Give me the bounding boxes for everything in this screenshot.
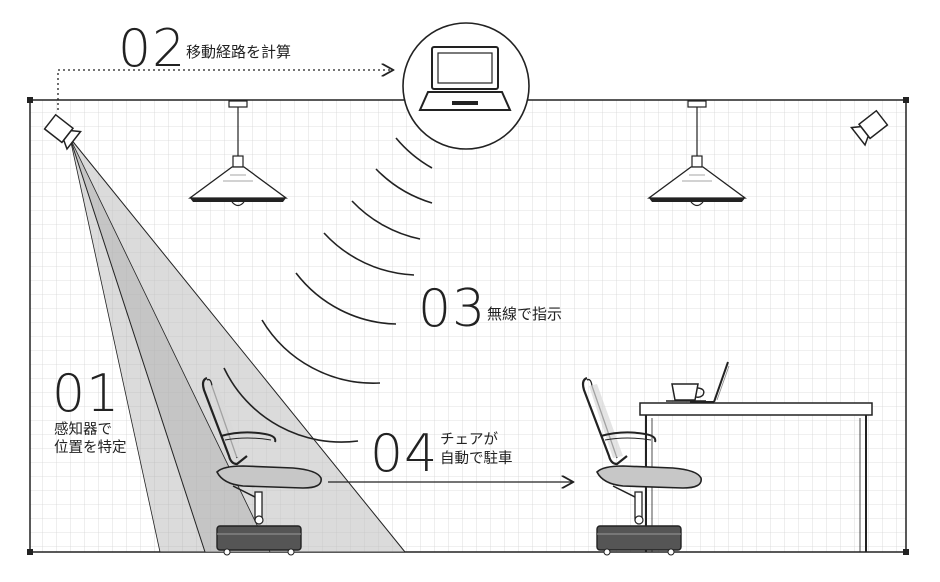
step-02-number: 02 bbox=[118, 19, 187, 79]
room-corners bbox=[27, 97, 909, 555]
laptop-icon bbox=[402, 22, 530, 150]
office-chair-icon bbox=[201, 376, 322, 556]
step-01-label-line1: 感知器で bbox=[54, 422, 112, 438]
pendant-lamp-icon bbox=[647, 100, 747, 207]
wireless-signal bbox=[223, 137, 433, 443]
step-04-label-line1: チェアが bbox=[440, 432, 498, 448]
camera-sensor-icon bbox=[43, 113, 82, 151]
compute-route-arrow bbox=[57, 70, 392, 110]
step-03-label: 無線で指示 bbox=[487, 305, 563, 323]
step-03-number: 03 bbox=[418, 279, 487, 339]
pendant-lamp-icon bbox=[188, 100, 288, 207]
step-04-label-line2: 自動で駐車 bbox=[440, 451, 513, 467]
step-02-label: 移動経路を計算 bbox=[186, 43, 292, 61]
step-01-label-line2: 位置を特定 bbox=[54, 440, 127, 456]
camera-sensor-icon bbox=[850, 109, 889, 147]
coffee-cup-icon bbox=[666, 383, 706, 402]
laptop-on-desk-icon bbox=[690, 361, 730, 403]
step-04-number: 04 bbox=[370, 424, 439, 484]
step-01-number: 01 bbox=[52, 364, 121, 424]
sensor-beam bbox=[69, 137, 406, 553]
